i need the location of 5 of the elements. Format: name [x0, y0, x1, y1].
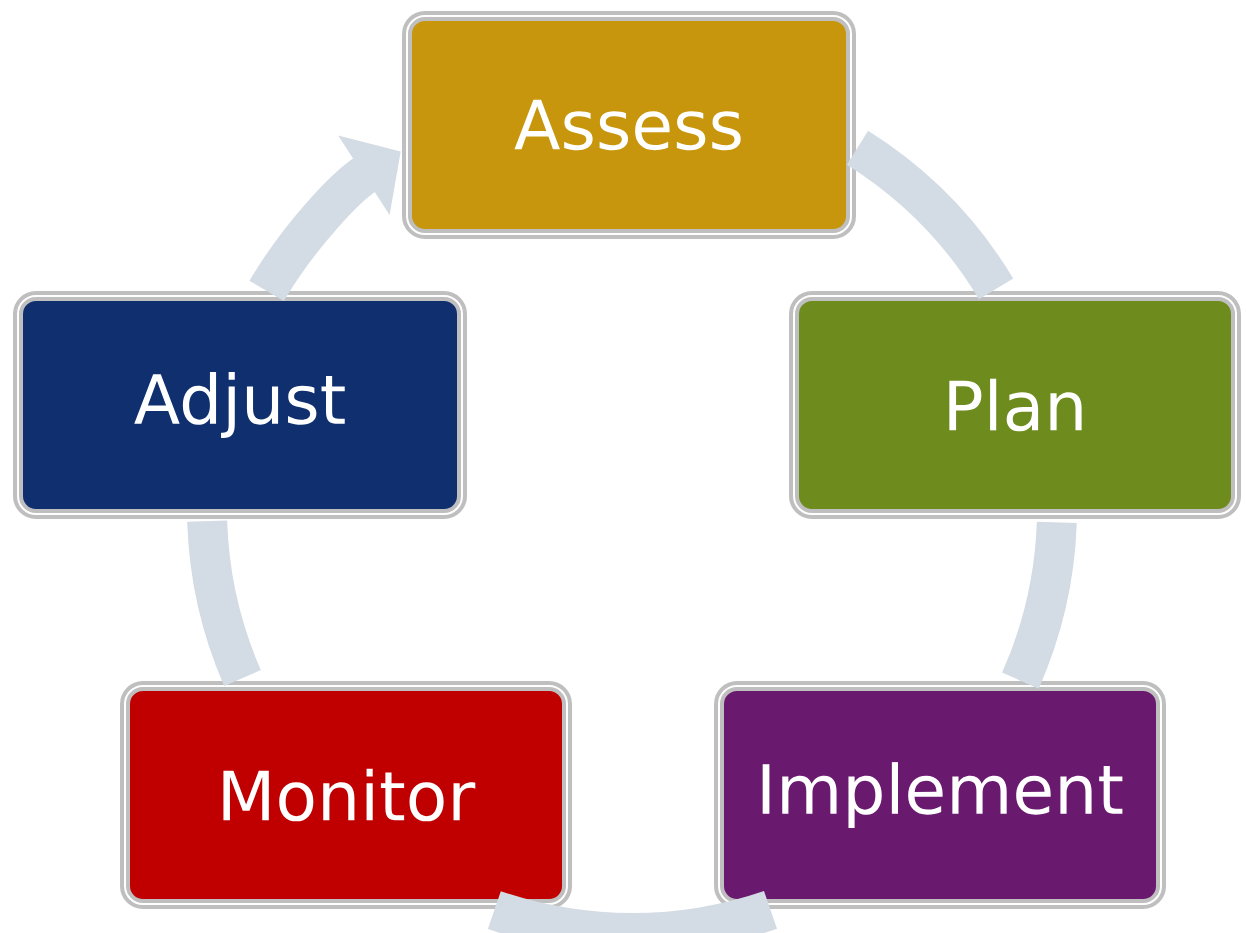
process-box: Adjust — [13, 291, 467, 519]
process-box: Assess — [402, 11, 856, 239]
process-box: Monitor — [120, 681, 572, 909]
process-box: Implement — [714, 681, 1166, 909]
process-box: Plan — [789, 291, 1241, 519]
